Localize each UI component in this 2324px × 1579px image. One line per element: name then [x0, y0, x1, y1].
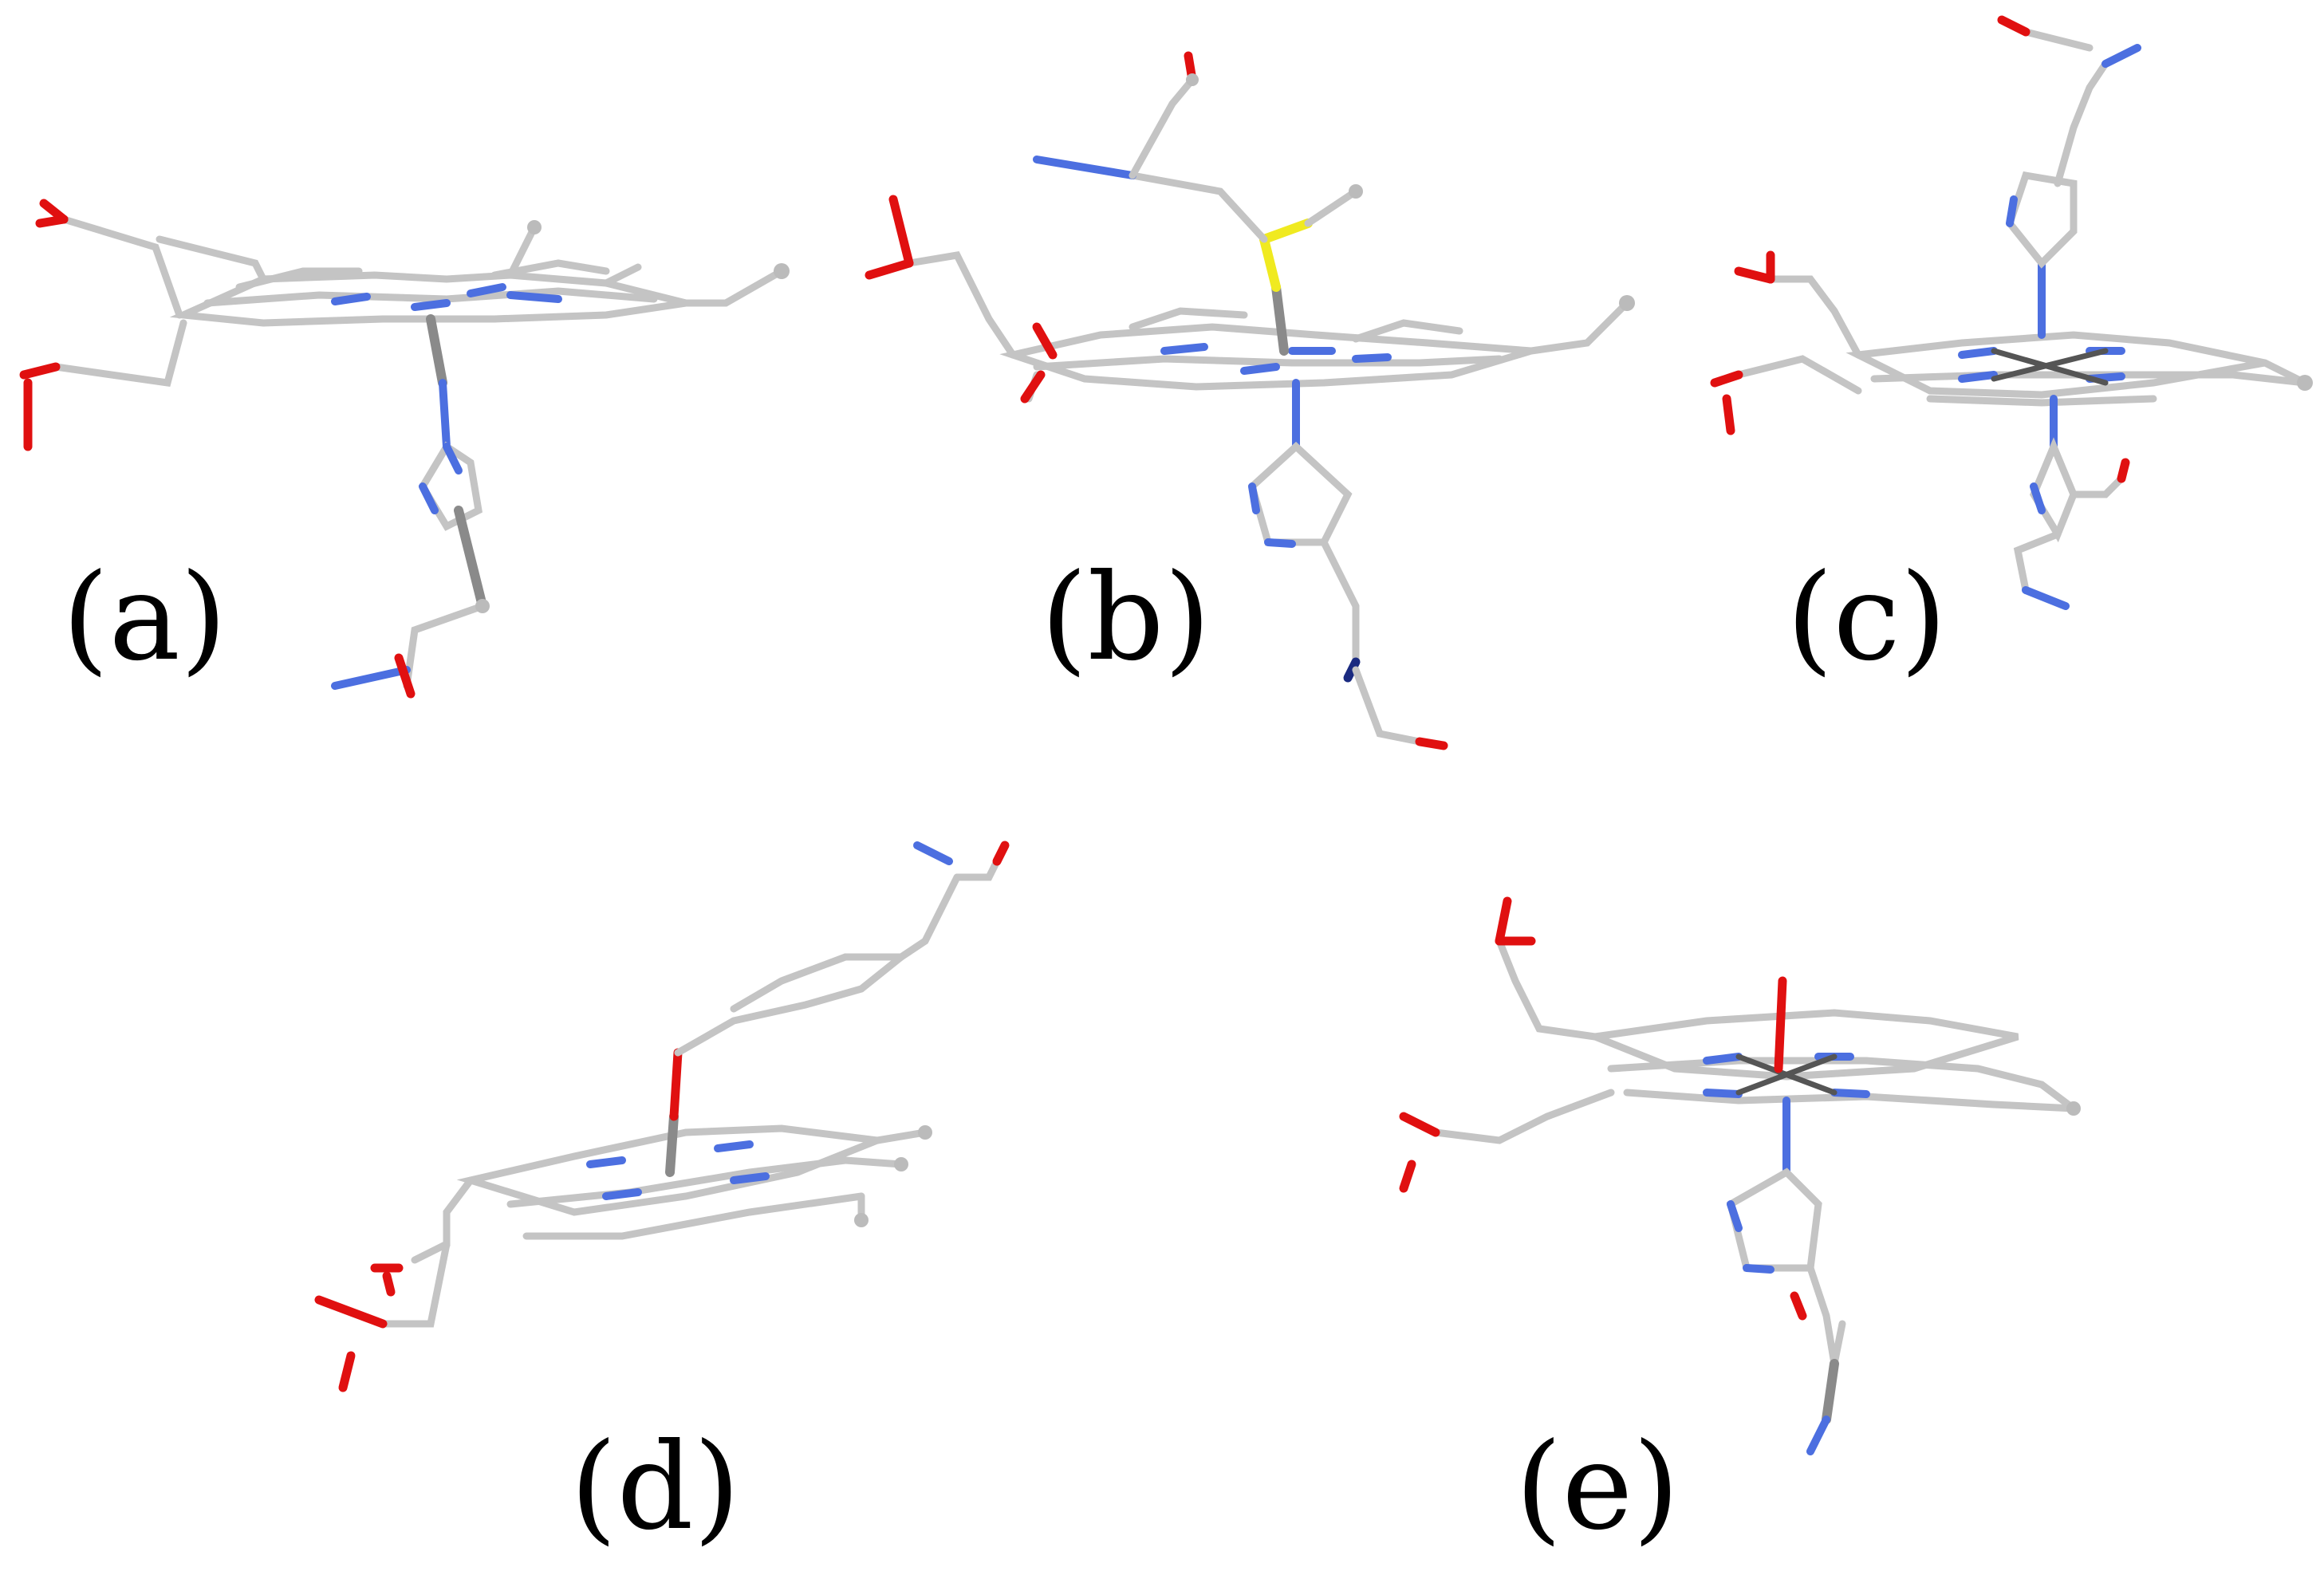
panel-label-d: (d) — [570, 1418, 741, 1557]
panel-label-b: (b) — [1041, 549, 1211, 687]
panel-label-c: (c) — [1786, 549, 1948, 687]
structure-d — [314, 841, 1010, 1392]
structure-b — [865, 51, 1635, 750]
structure-c — [1710, 15, 2313, 610]
panel-label-e: (e) — [1515, 1418, 1680, 1557]
panel-label-a: (a) — [62, 549, 227, 687]
structure-e — [1399, 896, 2081, 1455]
structure-a — [19, 199, 790, 699]
